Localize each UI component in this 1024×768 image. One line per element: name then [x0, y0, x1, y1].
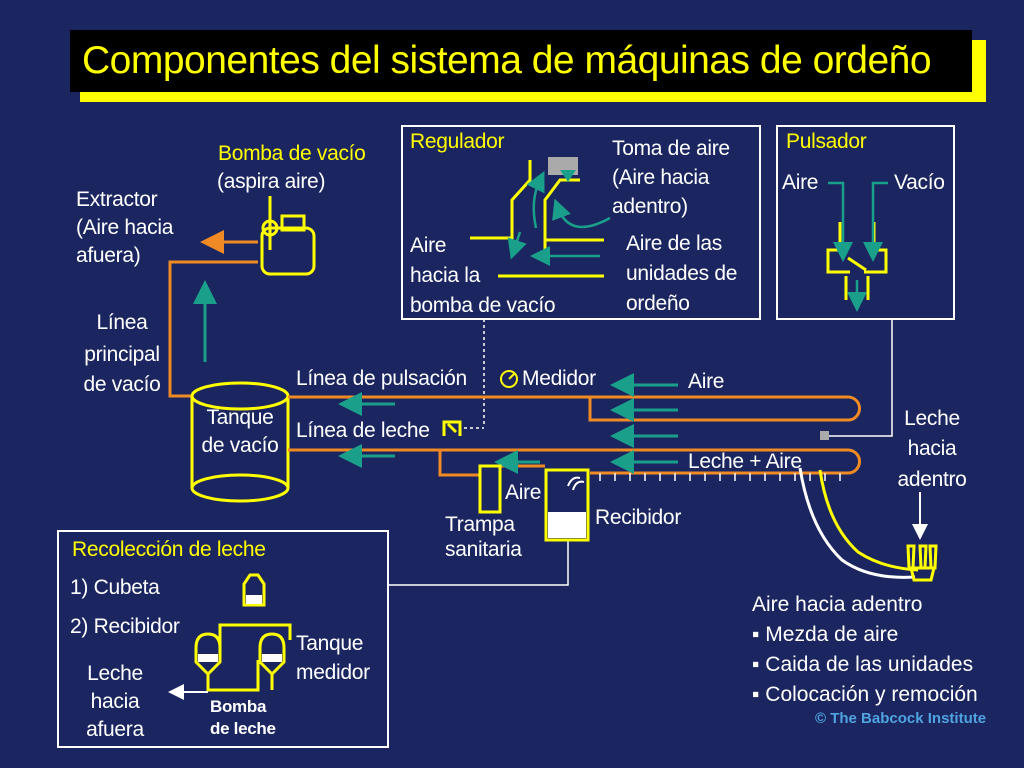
extractor-label-2: (Aire hacia: [76, 216, 174, 239]
slide-title: Componentes del sistema de máquinas de o…: [70, 30, 972, 92]
pulsador-valve: [820, 431, 829, 440]
pulsador-aire-label: Aire: [782, 171, 819, 194]
tanque-vacio-label-2: de vacío: [201, 434, 279, 457]
aire-unidades-label: Aire de las: [626, 232, 722, 255]
bomba-leche-label-2: de leche: [210, 719, 276, 738]
tanque-vacio-label: Tanque: [206, 406, 274, 429]
pulsador-box: [776, 125, 955, 320]
regulador-drawing: [470, 160, 604, 278]
bullet-item: ▪ Caida de las unidades: [752, 653, 974, 676]
tanque-medidor-label: Tanque: [296, 632, 364, 655]
aire-top-label: Aire: [688, 370, 725, 393]
pulsador-title: Pulsador: [786, 130, 867, 153]
medidor-label: Medidor: [522, 367, 596, 390]
aire-bomba-label: Aire: [410, 234, 447, 257]
aire-unidades-label-3: ordeño: [626, 292, 690, 315]
bomba-leche-label: Bomba: [210, 697, 267, 716]
regulador-box: [401, 125, 761, 320]
bomba-vacio-label: Bomba de vacío: [218, 142, 366, 165]
toma-aire-label-3: adentro): [612, 195, 688, 218]
recibidor-icon: [194, 623, 292, 692]
leche-afuera-label: Leche: [87, 662, 143, 685]
leche-aire-label: Leche + Aire: [688, 450, 802, 473]
trampa-label: Trampa: [445, 513, 515, 536]
cubeta-label: 1) Cubeta: [70, 576, 160, 599]
leche-afuera-label-2: hacia: [90, 690, 140, 713]
aire-unidades-label-2: unidades de: [626, 262, 738, 285]
receiver: [544, 468, 590, 542]
linea-principal-label-2: principal: [84, 343, 160, 366]
leche-hacia-adentro-label-3: adentro: [897, 468, 967, 491]
aire-trampa-label: Aire: [505, 481, 542, 504]
tanque-medidor-label-2: medidor: [296, 661, 370, 684]
pulsador-vacio-label: Vacío: [894, 171, 945, 194]
extractor-label-3: afuera): [76, 244, 141, 267]
toma-aire-label: Toma de aire: [612, 137, 730, 160]
cubeta-icon: [242, 573, 266, 607]
pulsation-line: [288, 395, 861, 422]
leche-hacia-adentro-label-2: hacia: [907, 437, 957, 460]
aire-bomba-label-2: hacia la: [410, 264, 480, 287]
connector-recoleccion: [388, 540, 569, 586]
linea-principal-label: Línea: [96, 311, 148, 334]
bullet-text: Mezda de aire: [765, 623, 899, 646]
recoleccion-box: [57, 530, 389, 748]
recibidor-item-label: 2) Recibidor: [70, 615, 180, 638]
toma-aire-label-2: (Aire hacia: [612, 166, 710, 189]
aspira-aire-label: (aspira aire): [217, 170, 326, 193]
recibidor-label: Recibidor: [595, 506, 682, 529]
sanitary-trap: [478, 464, 502, 514]
milk-line: [288, 448, 861, 475]
main-vacuum-line: [168, 260, 258, 398]
bullet-item: ▪ Colocación y remoción: [752, 683, 978, 706]
aire-hacia-adentro-title: Aire hacia adentro: [752, 593, 923, 616]
credit: © The Babcock Institute: [815, 710, 987, 727]
linea-principal-label-3: de vacío: [83, 373, 161, 396]
linea-leche-label: Línea de leche: [296, 419, 430, 442]
bullet-item: ▪ Mezda de aire: [752, 623, 899, 646]
connector-pulsador: [828, 319, 893, 437]
aire-bomba-label-3: bomba de vacío: [410, 294, 556, 317]
milk-line-ticks: [599, 473, 841, 481]
bullet-text: Colocación y remoción: [765, 683, 978, 706]
leche-hacia-adentro-label: Leche: [904, 407, 960, 430]
extractor-label: Extractor: [76, 188, 158, 211]
leche-afuera-label-3: afuera: [86, 718, 144, 741]
flow-arrows: [338, 373, 678, 474]
regulador-title: Regulador: [410, 130, 505, 153]
vacuum-pump: [260, 226, 316, 276]
recoleccion-title: Recolección de leche: [72, 538, 266, 561]
bullet-text: Caida de las unidades: [765, 653, 974, 676]
gauge: [500, 370, 518, 388]
linea-pulsacion-label: Línea de pulsación: [296, 367, 467, 390]
trampa-label-2: sanitaria: [445, 538, 522, 561]
teat-cups: [906, 544, 938, 582]
